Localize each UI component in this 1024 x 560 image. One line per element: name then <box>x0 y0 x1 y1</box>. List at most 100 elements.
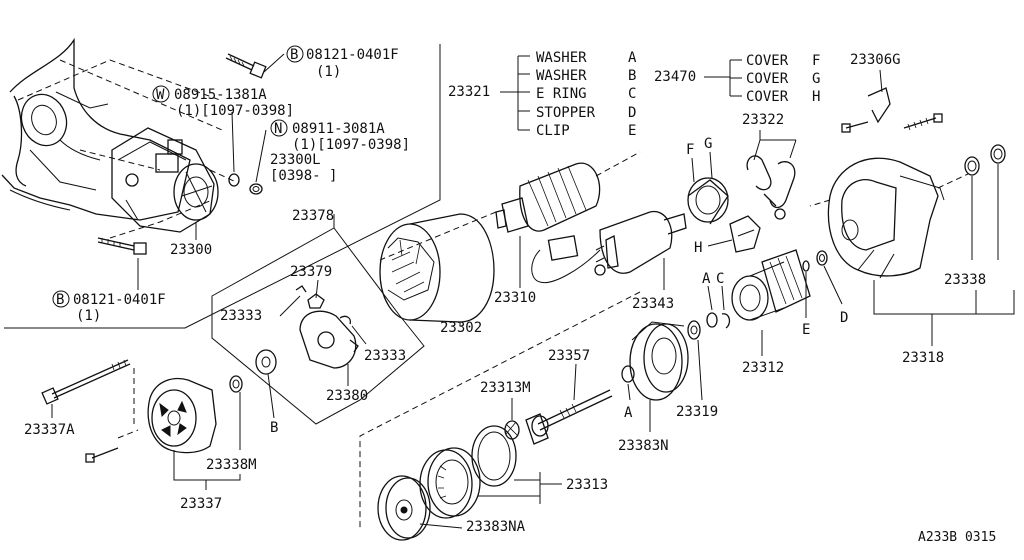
label-23357: 23357 <box>548 348 590 364</box>
letter-A-upper: A <box>702 271 711 287</box>
kit-23321-item-4: STOPPER <box>536 105 596 121</box>
end-frame-23318-drawing <box>827 157 945 279</box>
kit-23470-code-3: H <box>812 89 820 105</box>
label-23322: 23322 <box>742 112 784 128</box>
label-23383NA: 23383NA <box>466 519 526 535</box>
label-23338: 23338 <box>944 272 986 288</box>
kit-23470-item-1: COVER <box>746 53 789 69</box>
bushing-23338-drawing <box>964 144 1006 176</box>
label-23378: 23378 <box>292 208 334 224</box>
label-23470: 23470 <box>654 69 696 85</box>
box-23378 <box>211 227 425 425</box>
label-23319: 23319 <box>676 404 718 420</box>
e-ring-c-drawing <box>721 313 731 329</box>
letter-H: H <box>694 240 702 256</box>
letter-C: C <box>716 271 724 287</box>
svg-text:N: N <box>274 121 282 137</box>
letter-E: E <box>802 322 810 338</box>
kit-23321-item-3: E RING <box>536 86 587 102</box>
washer-a-lower-drawing <box>621 365 635 383</box>
letter-A-lower: A <box>624 405 633 421</box>
washer-w-drawing <box>228 173 240 187</box>
bracket-23306G-drawing <box>841 87 943 133</box>
bearing-23319-drawing <box>687 320 701 340</box>
solenoid-23343-drawing <box>594 210 687 276</box>
kit-23321-code-3: C <box>628 86 636 102</box>
svg-text:(1): (1) <box>316 64 341 80</box>
engine-housing-drawing <box>1 37 191 221</box>
label-23313: 23313 <box>566 477 608 493</box>
letter-B: B <box>270 420 278 436</box>
starter-assembly-23300 <box>111 127 219 233</box>
label-23310: 23310 <box>494 290 536 306</box>
end-cover-23337-drawing <box>147 377 217 454</box>
pinion-23312-drawing <box>731 249 811 321</box>
cover-h-drawing <box>729 215 761 253</box>
brush-plate-drawing <box>295 285 359 369</box>
label-23300: 23300 <box>170 242 212 258</box>
through-bolt-23337A-drawing <box>41 359 131 405</box>
stopper-d-drawing <box>816 250 828 266</box>
armature-23310-drawing <box>495 162 601 284</box>
letter-D: D <box>840 310 848 326</box>
label-23380: 23380 <box>326 388 368 404</box>
label-23333-right: 23333 <box>364 348 406 364</box>
shaft-23357-drawing <box>525 389 613 445</box>
bushing-23338M-drawing <box>229 375 243 393</box>
svg-text:(1)[1097-0398]: (1)[1097-0398] <box>292 137 410 153</box>
label-23306G: 23306G <box>850 52 901 68</box>
letter-F: F <box>686 142 694 158</box>
callout-washer-w: W 08915-1381A (1)[1097-0398] <box>152 85 294 119</box>
washer-b-drawing <box>255 349 277 375</box>
svg-text:08915-1381A: 08915-1381A <box>174 87 267 103</box>
housing-23383N-drawing <box>629 321 689 401</box>
label-23383N: 23383N <box>618 438 669 454</box>
washer-a-upper-drawing <box>706 312 718 328</box>
label-23318: 23318 <box>902 350 944 366</box>
kit-23321-code-4: D <box>628 105 636 121</box>
gear-23313M-drawing <box>504 420 520 440</box>
svg-text:(1): (1) <box>76 308 101 324</box>
callout-nut-n: N 08911-3081A (1)[1097-0398] <box>270 119 410 153</box>
kit-23321-item-2: WASHER <box>536 68 587 84</box>
kit-23321-item-1: WASHER <box>536 50 587 66</box>
label-23312: 23312 <box>742 360 784 376</box>
internal-gear-23313-drawing <box>419 425 517 519</box>
yoke-23302-drawing <box>379 213 495 323</box>
label-23379: 23379 <box>290 264 332 280</box>
kit-23470-code-1: F <box>812 53 820 69</box>
kit-23321: 23321 WASHER A WASHER B E RING C STOPPER… <box>448 50 637 139</box>
svg-text:08121-0401F: 08121-0401F <box>306 47 399 63</box>
e-ring-drawing <box>802 260 810 272</box>
svg-text:B: B <box>56 292 64 308</box>
callout-bolt-top: B 08121-0401F (1) <box>286 45 399 80</box>
svg-text:B: B <box>290 47 298 63</box>
label-23313M: 23313M <box>480 380 531 396</box>
svg-text:08911-3081A: 08911-3081A <box>292 121 385 137</box>
kit-23470: 23470 COVER F COVER G COVER H <box>654 53 820 105</box>
bolt-small-drawing <box>85 447 119 463</box>
label-23337: 23337 <box>180 496 222 512</box>
nut-n-drawing <box>249 183 263 195</box>
brush-spring-drawing <box>746 155 796 220</box>
label-23343: 23343 <box>632 296 674 312</box>
kit-23321-code-5: E <box>628 123 636 139</box>
svg-text:(1)[1097-0398]: (1)[1097-0398] <box>176 103 294 119</box>
label-23300L: 23300L <box>270 152 321 168</box>
kit-23321-code-1: A <box>628 50 637 66</box>
cover-fg-drawing <box>687 177 729 225</box>
kit-23470-code-2: G <box>812 71 820 87</box>
bolt-top-drawing <box>225 53 267 79</box>
svg-text:W: W <box>156 87 165 103</box>
bolt-bottom-drawing <box>97 237 147 255</box>
callout-bolt-bottom: B 08121-0401F (1) <box>52 290 166 324</box>
kit-23470-item-2: COVER <box>746 71 789 87</box>
kit-23321-code-2: B <box>628 68 636 84</box>
kit-23321-item-5: CLIP <box>536 123 570 139</box>
label-23302: 23302 <box>440 320 482 336</box>
diagram-id: A233B 0315 <box>918 530 996 545</box>
label-23338M: 23338M <box>206 457 257 473</box>
letter-G: G <box>704 136 712 152</box>
